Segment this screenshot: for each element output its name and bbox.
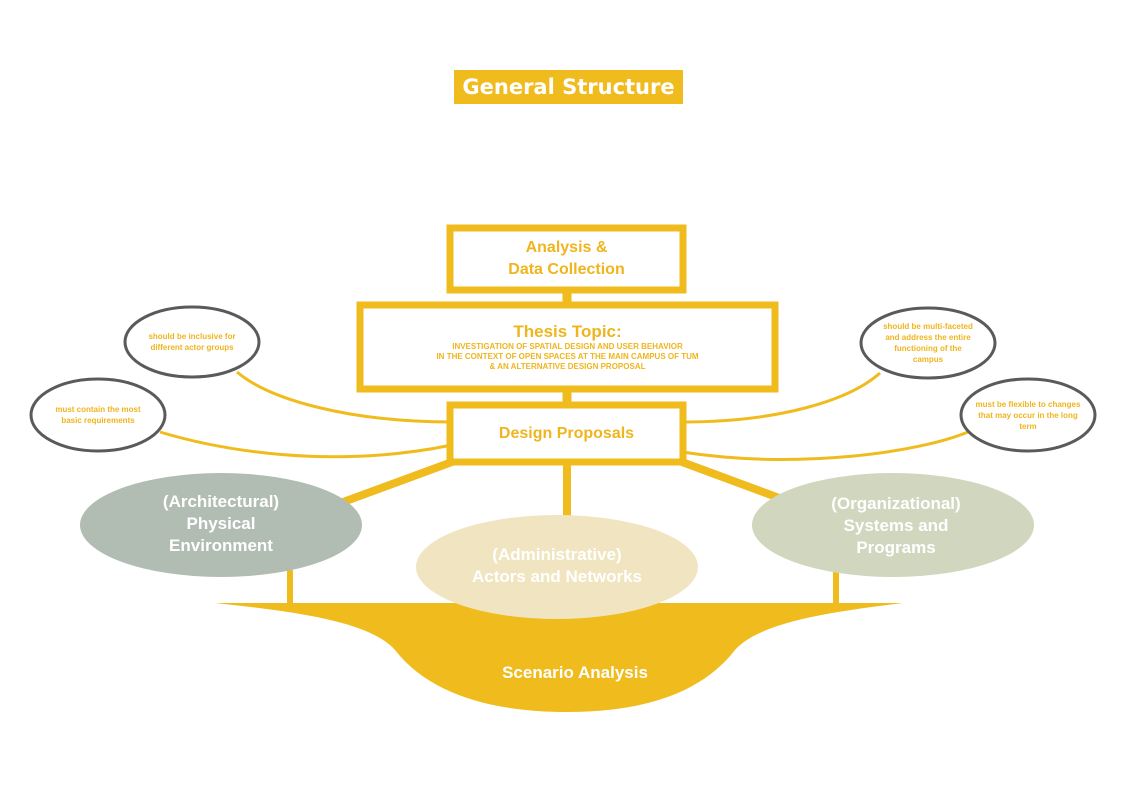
actors-label: (Administrative) Actors and Networks <box>432 540 682 592</box>
thesis-box <box>356 301 779 393</box>
actors-line-1: (Administrative) <box>492 545 622 564</box>
bubble-bottom-right-line-3: term <box>1019 421 1037 431</box>
design-box <box>446 401 687 466</box>
systems-ellipse <box>752 473 1034 577</box>
systems-label: (Organizational) Systems and Programs <box>782 480 1010 572</box>
scenario-funnel <box>215 603 903 712</box>
bubble-bottom-left-line-1: must contain the most <box>55 405 141 414</box>
bubble-top-right-line-2: and address the entire <box>885 333 971 342</box>
bubble-bottom-right-line-1: must be flexible to changes <box>975 399 1081 409</box>
page-title: General Structure <box>454 70 683 104</box>
analysis-box <box>446 224 687 294</box>
bubble-top-left <box>123 305 261 379</box>
bubble-top-right <box>859 306 997 380</box>
bubble-bottom-left-text: must contain the most basic requirements <box>36 385 160 445</box>
physical-line-3: Environment <box>169 536 273 555</box>
physical-line-2: Physical <box>186 514 256 533</box>
bubble-top-left-text: should be inclusive for different actor … <box>130 312 254 372</box>
bubble-top-left-line-1: should be inclusive for <box>148 332 236 341</box>
actors-line-2: Actors and Networks <box>471 567 643 586</box>
actors-ellipse <box>416 515 698 619</box>
systems-line-2: Systems and <box>843 516 949 535</box>
thesis-title: Thesis Topic: <box>513 322 622 341</box>
bubble-bottom-left-line-2: basic requirements <box>61 416 135 425</box>
scenario-analysis-label: Scenario Analysis <box>502 663 648 682</box>
thesis-line-3: & AN ALTERNATIVE DESIGN PROPOSAL <box>489 362 646 371</box>
connector-top-left <box>236 370 453 424</box>
connector-bottom-right <box>681 430 969 461</box>
connector-design-physical <box>333 458 454 509</box>
thesis-line-2: IN THE CONTEXT OF OPEN SPACES AT THE MAI… <box>436 352 699 361</box>
analysis-label: Analysis & Data Collection <box>455 232 678 285</box>
connector-design-systems <box>680 458 792 506</box>
bubble-top-right-line-3: functioning of the <box>894 344 962 353</box>
bubble-bottom-left <box>29 377 167 453</box>
bubble-bottom-right <box>959 377 1097 453</box>
systems-line-3: Programs <box>856 538 936 557</box>
physical-line-1: (Architectural) <box>162 492 280 511</box>
bubble-top-right-text: should be multi-faceted and address the … <box>866 313 990 373</box>
bubble-top-right-line-1: should be multi-faceted <box>883 322 973 331</box>
connector-top-right <box>681 371 882 424</box>
systems-line-1: (Organizational) <box>831 494 961 513</box>
thesis-line-1: INVESTIGATION OF SPATIAL DESIGN AND USER… <box>452 342 683 351</box>
design-proposals-label: Design Proposals <box>498 425 635 442</box>
bubble-bottom-right-line-2: that may occur in the long <box>978 410 1078 420</box>
bubble-top-left-line-2: different actor groups <box>150 343 234 352</box>
bubble-bottom-right-text: must be flexible to changes that may occ… <box>963 385 1093 445</box>
connector-bottom-left <box>159 430 453 459</box>
analysis-line-1: Analysis & <box>525 238 608 256</box>
analysis-line-2: Data Collection <box>508 260 625 278</box>
bubble-top-right-line-4: campus <box>912 355 944 364</box>
physical-ellipse <box>80 473 362 577</box>
physical-label: (Architectural) Physical Environment <box>110 478 332 570</box>
thesis-label: Thesis Topic: INVESTIGATION OF SPATIAL D… <box>365 310 770 384</box>
